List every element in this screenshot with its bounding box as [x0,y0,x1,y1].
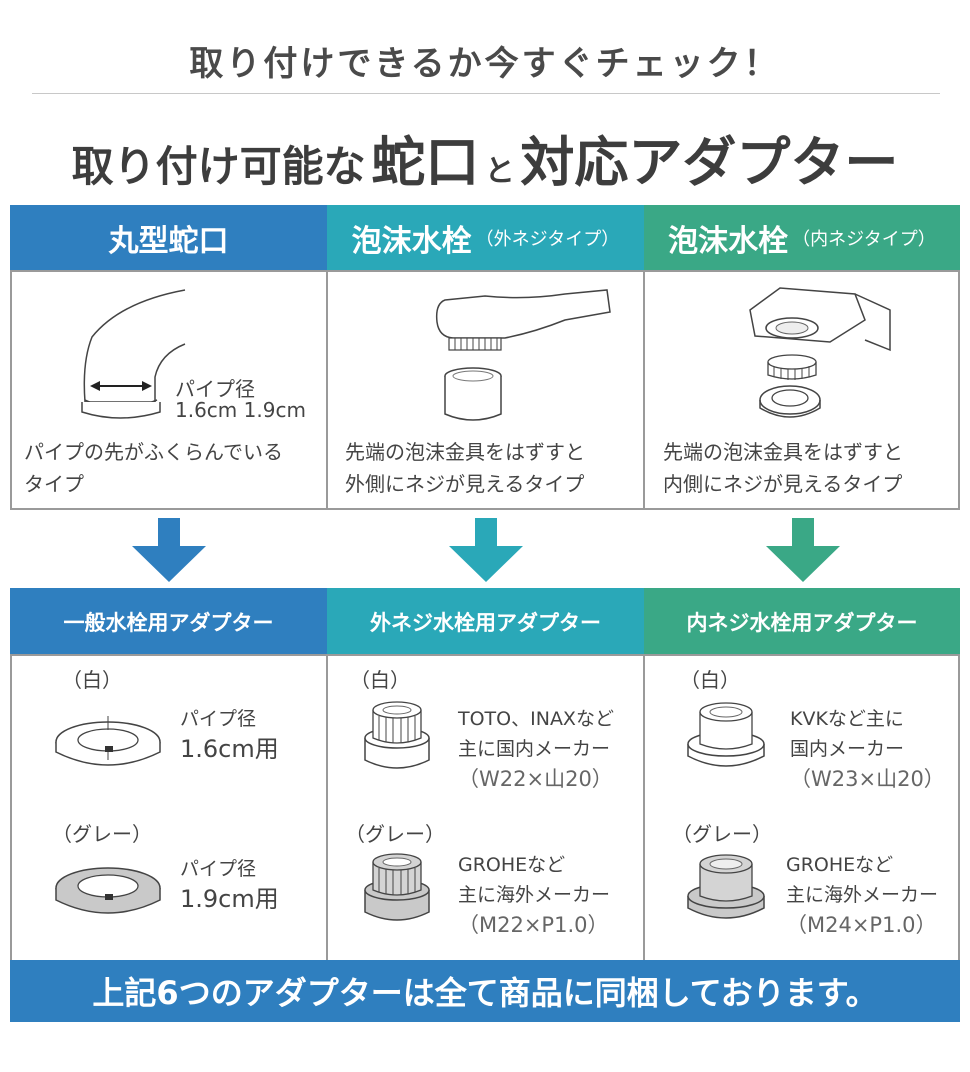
color-label-white: （白） [62,668,122,692]
footer-banner: 上記6つのアダプターは全て商品に同梱しております。 [10,960,960,1022]
page-title: 取り付け可能な 蛇口 と 対応アダプター [71,131,899,194]
adapter-header-inner: 内ネジ水栓用アダプター [644,588,960,656]
down-arrow-icon [449,518,523,582]
pipe-sizes: 1.6cm 1.9cm [175,398,306,422]
adapter-header-outer: 外ネジ水栓用アダプター [327,588,644,656]
faucet-header-foam-inner: 泡沫水栓（内ネジタイプ） [644,205,960,271]
color-label-grey: （グレー） [52,822,152,846]
cup-adapter-icon [687,702,765,767]
color-label-grey: （グレー） [672,822,772,846]
subtitle: 取り付けできるか今すぐチェック！ [189,44,781,84]
faucet-desc-round: パイプの先がふくらんでいる タイプ [24,440,283,496]
adapter-note: GROHEなど 主に海外メーカー （M24×P1.0） [786,854,939,937]
round-faucet-icon [81,289,186,419]
faucet-header-foam-outer: 泡沫水栓（外ネジタイプ） [327,205,644,271]
threaded-adapter-icon [364,701,430,769]
adapter-header-general: 一般水栓用アダプター [10,588,327,656]
faucet-desc-foam-outer: 先端の泡沫金具をはずすと 外側にネジが見えるタイプ [345,440,585,496]
ring-adapter-icon [55,716,161,766]
foam-faucet-outer-icon [435,289,611,421]
adapter-note: パイプ径 1.9cm用 [180,858,279,913]
color-label-white: （白） [680,668,740,692]
adapter-panel [10,654,960,962]
color-label-white: （白） [350,668,410,692]
pipe-label: パイプ径 [175,377,255,401]
foam-faucet-inner-icon [749,287,891,418]
ring-adapter-icon [55,867,161,914]
adapter-note: GROHEなど 主に海外メーカー （M22×P1.0） [458,854,611,937]
adapter-note: KVKなど主に 国内メーカー （W23×山20） [790,708,945,791]
down-arrow-icon [766,518,840,582]
threaded-adapter-icon [364,853,430,921]
adapter-note: TOTO、INAXなど 主に国内メーカー （W22×山20） [458,708,614,791]
cup-adapter-icon [687,854,765,919]
divider [32,93,940,94]
adapter-note: パイプ径 1.6cm用 [180,708,279,763]
color-label-grey: （グレー） [345,822,445,846]
faucet-header-round: 丸型蛇口 [10,205,327,271]
faucet-desc-foam-inner: 先端の泡沫金具をはずすと 内側にネジが見えるタイプ [663,440,903,496]
down-arrow-icon [132,518,206,582]
